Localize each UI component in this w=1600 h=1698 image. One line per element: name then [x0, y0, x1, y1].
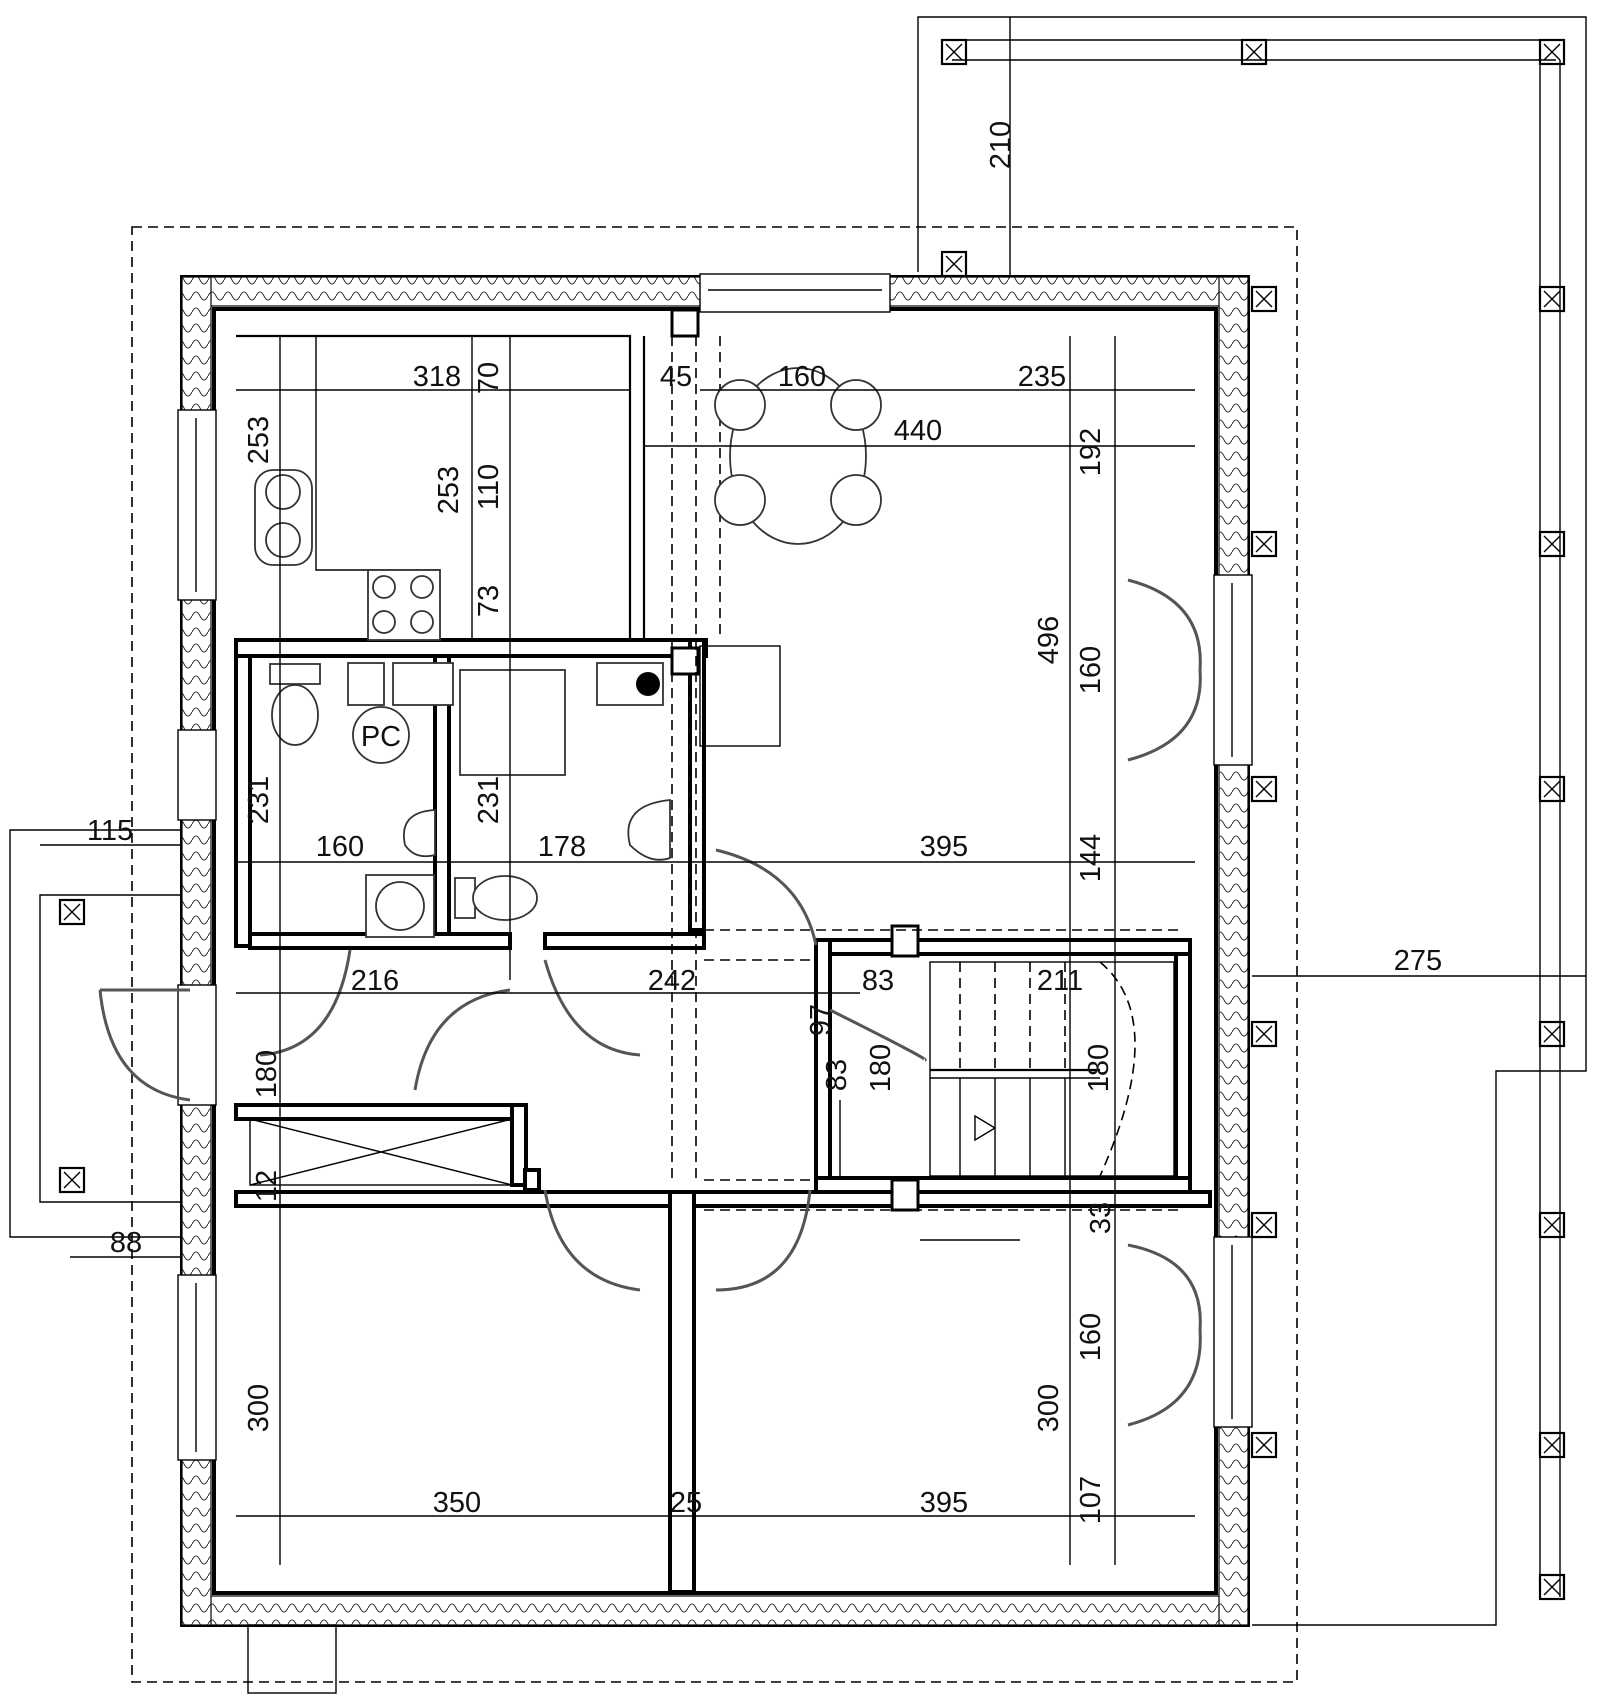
- dim-closet-depth: 180: [251, 1050, 283, 1098]
- entry-door-icon: [98, 988, 191, 1102]
- dim-hall-width-mid: 242: [648, 965, 696, 997]
- dim-entry-offset: 88: [110, 1227, 142, 1259]
- dim-kitchen-window-offset: 70: [473, 362, 505, 394]
- dim-bedroom-bottom-seg: 107: [1075, 1476, 1107, 1524]
- boiler-icon: [347, 662, 385, 706]
- kitchen-counter: [236, 335, 441, 641]
- foundation-step: [247, 1624, 337, 1694]
- post-icon: [1538, 1431, 1566, 1459]
- dim-stair-width: 180: [1083, 1044, 1115, 1092]
- dim-terrace-depth: 210: [985, 121, 1017, 169]
- dim-living-width: 440: [894, 415, 942, 447]
- post-icon: [58, 1166, 86, 1194]
- dim-hall-depth: 180: [865, 1044, 897, 1092]
- dim-kitchen-counter: 73: [473, 585, 505, 617]
- dim-bath1-width: 160: [316, 831, 364, 863]
- post-icon: [1250, 1431, 1278, 1459]
- dim-bedroom1-width: 350: [433, 1487, 481, 1519]
- post-icon: [1538, 38, 1566, 66]
- post-icon: [58, 898, 86, 926]
- dim-living-lower-width: 395: [920, 831, 968, 863]
- dim-kitchen-width: 318: [413, 361, 461, 393]
- post-icon: [1538, 1020, 1566, 1048]
- post-icon: [1240, 38, 1268, 66]
- post-icon: [1538, 1211, 1566, 1239]
- shower-icon: [459, 669, 566, 776]
- dim-bedroom2-depth: 300: [1033, 1384, 1065, 1432]
- dim-bath2-width: 178: [538, 831, 586, 863]
- dim-kitchen-door-gap: 45: [660, 361, 692, 393]
- post-icon: [940, 250, 968, 278]
- washing-machine-icon: [365, 874, 435, 938]
- dim-table-width: 160: [778, 361, 826, 393]
- terrace-outline: [917, 16, 1587, 1626]
- post-icon: [1538, 775, 1566, 803]
- toilet-icon: [454, 875, 538, 921]
- washbasin-icon: [403, 809, 436, 858]
- dim-entry-overhang: 115: [87, 815, 133, 847]
- post-icon: [1250, 1211, 1278, 1239]
- dim-living-depth: 496: [1033, 616, 1065, 664]
- dim-bedroom1-depth: 300: [243, 1384, 275, 1432]
- dim-living-top-seg: 192: [1075, 428, 1107, 476]
- dimension-texts: 210 318 70 45 160 235 440 253 253 110 73…: [87, 121, 1442, 1524]
- roof-outline: [131, 226, 1298, 1683]
- dining-table-icon: [714, 367, 882, 545]
- dim-kitchen-counter-gap: 110: [473, 464, 505, 510]
- post-icon: [940, 38, 968, 66]
- dim-bed-gap-33: 33: [1085, 1202, 1117, 1234]
- dim-bath2-depth: 231: [473, 776, 505, 824]
- dim-partition: 25: [670, 1487, 702, 1519]
- closet-cross: [249, 1118, 513, 1186]
- pc-label: PC: [361, 721, 401, 753]
- dim-door-width-upper: 160: [1075, 646, 1107, 694]
- dim-living-bottom-seg: 144: [1075, 834, 1107, 882]
- dim-bath1-depth: 231: [243, 776, 275, 824]
- post-icon: [1250, 1020, 1278, 1048]
- post-icon: [1538, 530, 1566, 558]
- dim-hall-width-left: 216: [351, 965, 399, 997]
- dim-kitchen-depth-inner: 253: [433, 466, 465, 514]
- pc-tank-icon: [352, 706, 410, 764]
- post-icon: [1538, 285, 1566, 313]
- boiler-room-fixtures: PC: [347, 645, 781, 776]
- dim-closet-gap: 12: [251, 1170, 283, 1202]
- dim-door-width-lower: 160: [1075, 1313, 1107, 1361]
- post-icon: [1538, 1573, 1566, 1601]
- cooktop-icon: [367, 569, 441, 641]
- post-icon: [1250, 530, 1278, 558]
- interior-walls: [234, 308, 1212, 1594]
- post-icon: [1250, 775, 1278, 803]
- dim-living-right-width: 235: [1018, 361, 1066, 393]
- post-icon: [1250, 285, 1278, 313]
- dim-terrace-side: 275: [1394, 945, 1442, 977]
- toilet-icon: [269, 663, 321, 746]
- dim-kitchen-depth-left: 253: [243, 416, 275, 464]
- dim-stair-small-97: 97: [805, 1004, 837, 1036]
- dim-stair-landing: 83: [862, 965, 894, 997]
- washbasin-icon: [627, 799, 671, 861]
- dim-stair-length: 211: [1037, 965, 1083, 997]
- entry-porch: [9, 829, 180, 1238]
- openings: [177, 273, 1253, 1461]
- dim-stair-small-83: 83: [821, 1059, 853, 1091]
- bathroom-fixtures: [269, 663, 671, 938]
- dimension-lines: [40, 17, 1586, 1565]
- dim-bedroom2-width: 395: [920, 1487, 968, 1519]
